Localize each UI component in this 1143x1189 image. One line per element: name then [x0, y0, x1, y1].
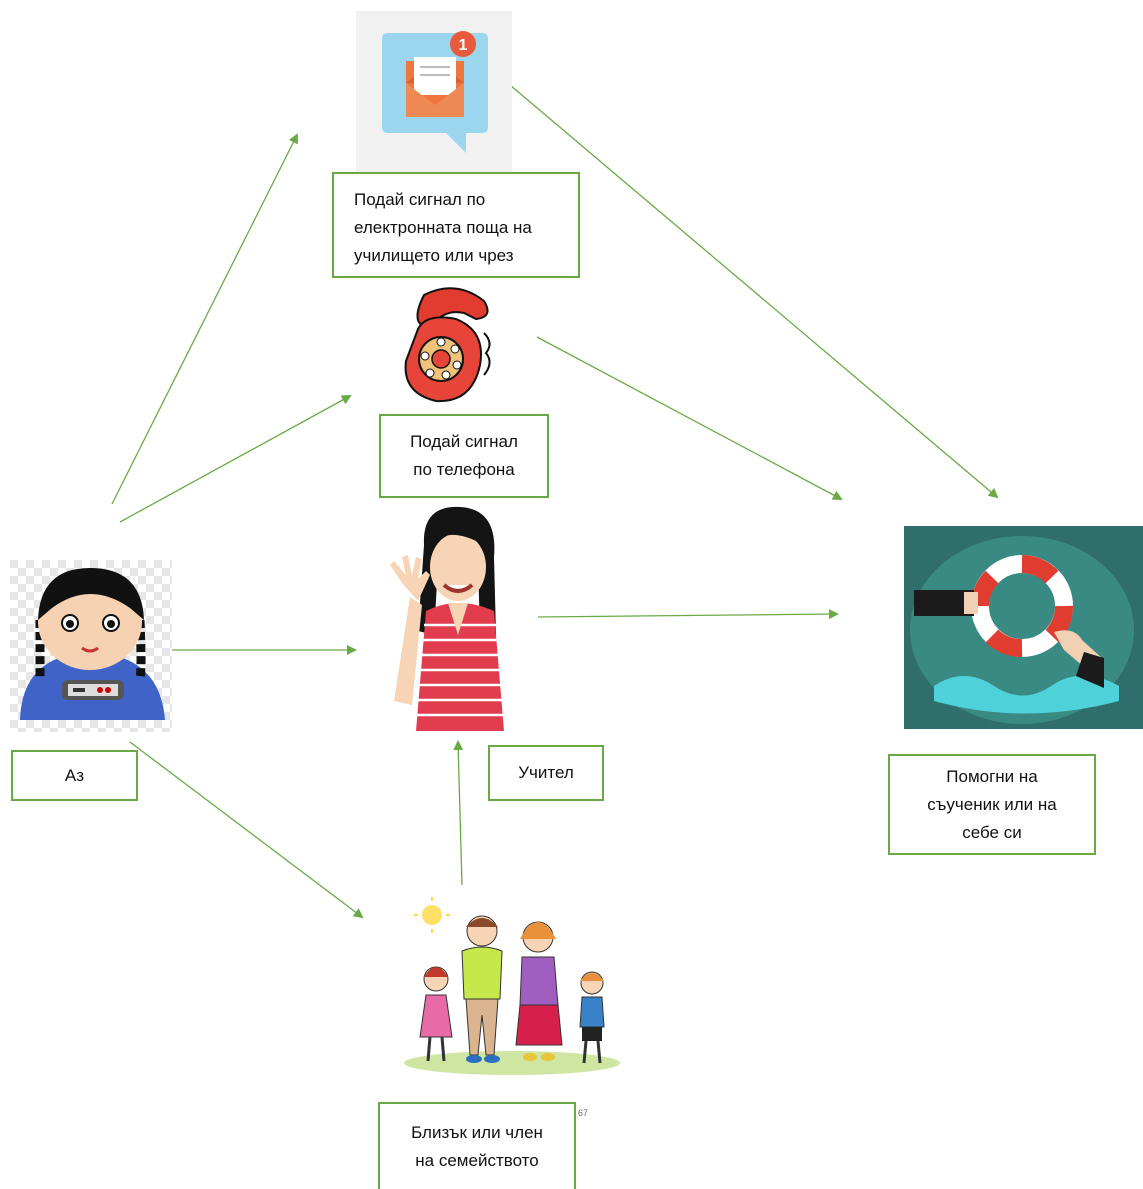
- arrow-phone-to-help: [536, 336, 843, 500]
- teacher-picture: [372, 505, 532, 736]
- teacher-label-box: Учител: [488, 745, 604, 801]
- email-notification-icon: 1: [356, 11, 512, 173]
- family-picture: [402, 895, 624, 1080]
- lifebuoy-rescue-icon: [904, 526, 1143, 729]
- arrow-me-to-email: [111, 133, 298, 505]
- arrow-me-to-family: [129, 741, 364, 919]
- girl-gamer-icon: [10, 560, 172, 732]
- teacher-label: Учител: [518, 763, 574, 782]
- arrow-me-to-phone: [119, 395, 352, 523]
- email-picture: 1: [356, 11, 512, 178]
- help-line-2: съученик или на: [927, 794, 1057, 814]
- email-report-line-3: училището или чрез: [354, 246, 514, 265]
- arrow-email-to-help: [509, 84, 999, 499]
- email-badge-count: 1: [459, 37, 468, 54]
- family-icon: [404, 897, 620, 1075]
- arrow-family-to-teacher: [453, 740, 464, 886]
- family-box: Близък или член на семейството: [378, 1102, 576, 1189]
- phone-report-line-2: по телефона: [413, 460, 515, 479]
- help-line-1: Помогни на: [946, 766, 1038, 786]
- phone-picture: [396, 283, 496, 412]
- email-report-line-1: Подай сигнал по: [354, 190, 486, 209]
- page-number: 67: [578, 1108, 589, 1118]
- family-line-2: на семейството: [415, 1150, 539, 1170]
- lifebuoy-picture: [904, 526, 1143, 734]
- phone-report-box: Подай сигнал по телефона: [379, 414, 549, 498]
- email-report-line-2: електронната поща на: [354, 218, 532, 237]
- teacher-icon: [390, 506, 504, 731]
- me-label-box: Аз: [11, 750, 138, 801]
- girl-gamer-picture: [10, 560, 172, 737]
- me-label: Аз: [64, 765, 85, 785]
- email-report-box: Подай сигнал по електронната поща на учи…: [332, 172, 580, 278]
- phone-report-line-1: Подай сигнал: [410, 432, 518, 451]
- help-box: Помогни на съученик или на себе си: [888, 754, 1096, 855]
- rotary-phone-icon: [404, 287, 491, 403]
- help-line-3: себе си: [962, 822, 1022, 842]
- family-line-1: Близък или член: [411, 1122, 543, 1142]
- arrow-teacher-to-help: [537, 609, 839, 620]
